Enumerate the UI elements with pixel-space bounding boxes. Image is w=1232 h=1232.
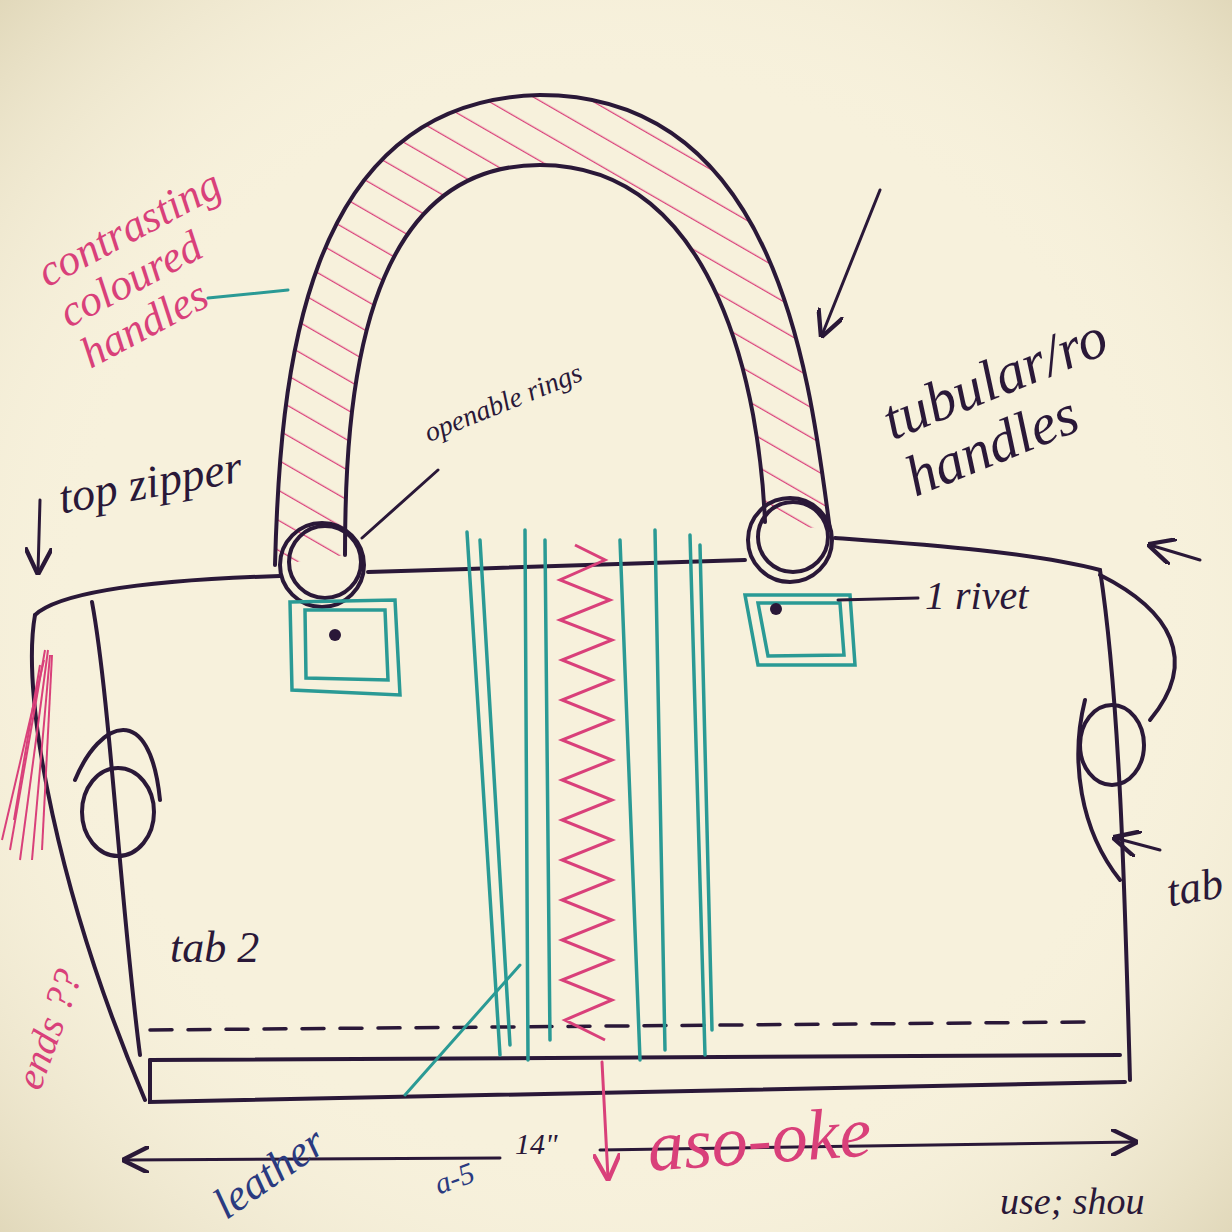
tassel-ends — [2, 650, 52, 860]
annotation: 1 rivet — [925, 575, 1028, 617]
annotation: use; shou — [1000, 1182, 1145, 1222]
rivet-dots — [329, 603, 782, 641]
aso-oke-strip — [560, 545, 612, 1040]
annotation: 14" — [515, 1128, 558, 1160]
annotation: aso-oke — [645, 1094, 874, 1185]
leather-tabs — [290, 530, 855, 1060]
annotation: tab 2 — [170, 925, 259, 971]
annotation: tab — [1163, 860, 1226, 915]
